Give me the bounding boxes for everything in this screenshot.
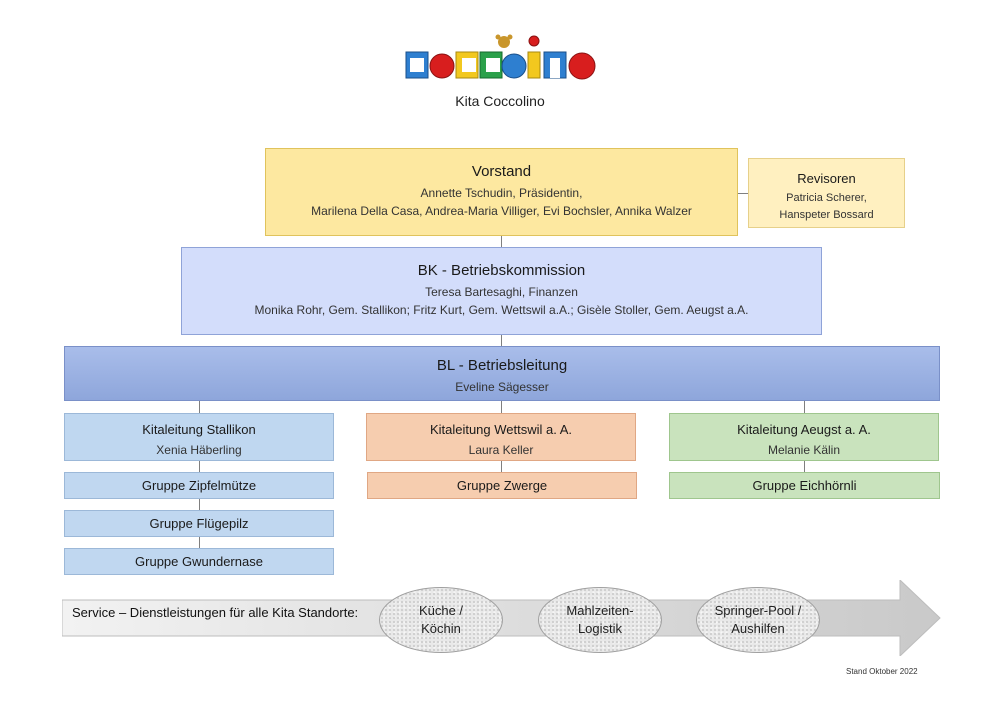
group-gwundernase: Gruppe Gwundernase bbox=[64, 548, 334, 575]
kitaleitung-aeugst-title: Kitaleitung Aeugst a. A. bbox=[737, 422, 871, 437]
connector-bl-stallikon bbox=[199, 401, 200, 413]
kitaleitung-wettswil-person: Laura Keller bbox=[468, 443, 534, 457]
kitaleitung-stallikon-box: Kitaleitung Stallikon Xenia Häberling bbox=[64, 413, 334, 461]
revisoren-title: Revisoren bbox=[797, 171, 856, 186]
connector-revisoren bbox=[738, 193, 748, 194]
group-eichhoernli: Gruppe Eichhörnli bbox=[669, 472, 940, 499]
kitaleitung-stallikon-person: Xenia Häberling bbox=[156, 443, 242, 457]
revisoren-line1: Patricia Scherer, bbox=[786, 192, 867, 204]
service-mahlzeiten-line1: Mahlzeiten- bbox=[566, 603, 634, 618]
service-kueche-line2: Köchin bbox=[421, 621, 461, 636]
connector-bl-wettswil bbox=[501, 401, 502, 413]
vorstand-box: Vorstand Annette Tschudin, Präsidentin, … bbox=[265, 148, 738, 236]
connector-vorstand-bk bbox=[501, 236, 502, 247]
connector-bl-aeugst bbox=[804, 401, 805, 413]
service-springer-line1: Springer-Pool / bbox=[714, 603, 802, 618]
kitaleitung-stallikon-title: Kitaleitung Stallikon bbox=[142, 422, 256, 437]
betriebskommission-box: BK - Betriebskommission Teresa Bartesagh… bbox=[181, 247, 822, 335]
service-label: Service – Dienstleistungen für alle Kita… bbox=[72, 605, 359, 620]
connector-wettswil-group bbox=[501, 461, 502, 472]
group-zipfelmuetze: Gruppe Zipfelmütze bbox=[64, 472, 334, 499]
connector-stallikon-groups bbox=[199, 461, 200, 548]
vorstand-title: Vorstand bbox=[471, 163, 532, 180]
group-fluegepilz: Gruppe Flügepilz bbox=[64, 510, 334, 537]
kitaleitung-wettswil-box: Kitaleitung Wettswil a. A. Laura Keller bbox=[366, 413, 636, 461]
coccolino-logo bbox=[405, 34, 596, 80]
vorstand-members-line2: Marilena Della Casa, Andrea-Maria Villig… bbox=[311, 204, 692, 218]
vorstand-members-line1: Annette Tschudin, Präsidentin, bbox=[420, 186, 583, 200]
betriebsleitung-box: BL - Betriebsleitung Eveline Sägesser bbox=[64, 346, 940, 401]
service-springer-oval: Springer-Pool / Aushilfen bbox=[696, 587, 820, 653]
service-springer-line2: Aushilfen bbox=[731, 621, 785, 636]
revisoren-line2: Hanspeter Bossard bbox=[779, 209, 874, 221]
bk-line1: Teresa Bartesaghi, Finanzen bbox=[425, 285, 578, 299]
kitaleitung-aeugst-person: Melanie Kälin bbox=[767, 443, 841, 457]
stand-date: Stand Oktober 2022 bbox=[846, 667, 918, 676]
service-mahlzeiten-line2: Logistik bbox=[577, 621, 623, 636]
group-zwerge: Gruppe Zwerge bbox=[367, 472, 637, 499]
org-subtitle: Kita Coccolino bbox=[455, 93, 545, 109]
kitaleitung-wettswil-title: Kitaleitung Wettswil a. A. bbox=[429, 422, 573, 437]
connector-aeugst-group bbox=[804, 461, 805, 472]
bk-line2: Monika Rohr, Gem. Stallikon; Fritz Kurt,… bbox=[254, 303, 749, 317]
service-kueche-oval: Küche / Köchin bbox=[379, 587, 503, 653]
revisoren-box: Revisoren Patricia Scherer, Hanspeter Bo… bbox=[748, 158, 905, 228]
connector-bk-bl bbox=[501, 335, 502, 346]
bl-line1: Eveline Sägesser bbox=[455, 380, 549, 394]
bl-title: BL - Betriebsleitung bbox=[436, 357, 568, 374]
service-mahlzeiten-oval: Mahlzeiten- Logistik bbox=[538, 587, 662, 653]
bk-title: BK - Betriebskommission bbox=[417, 262, 586, 279]
service-kueche-line1: Küche / bbox=[418, 603, 464, 618]
kitaleitung-aeugst-box: Kitaleitung Aeugst a. A. Melanie Kälin bbox=[669, 413, 939, 461]
